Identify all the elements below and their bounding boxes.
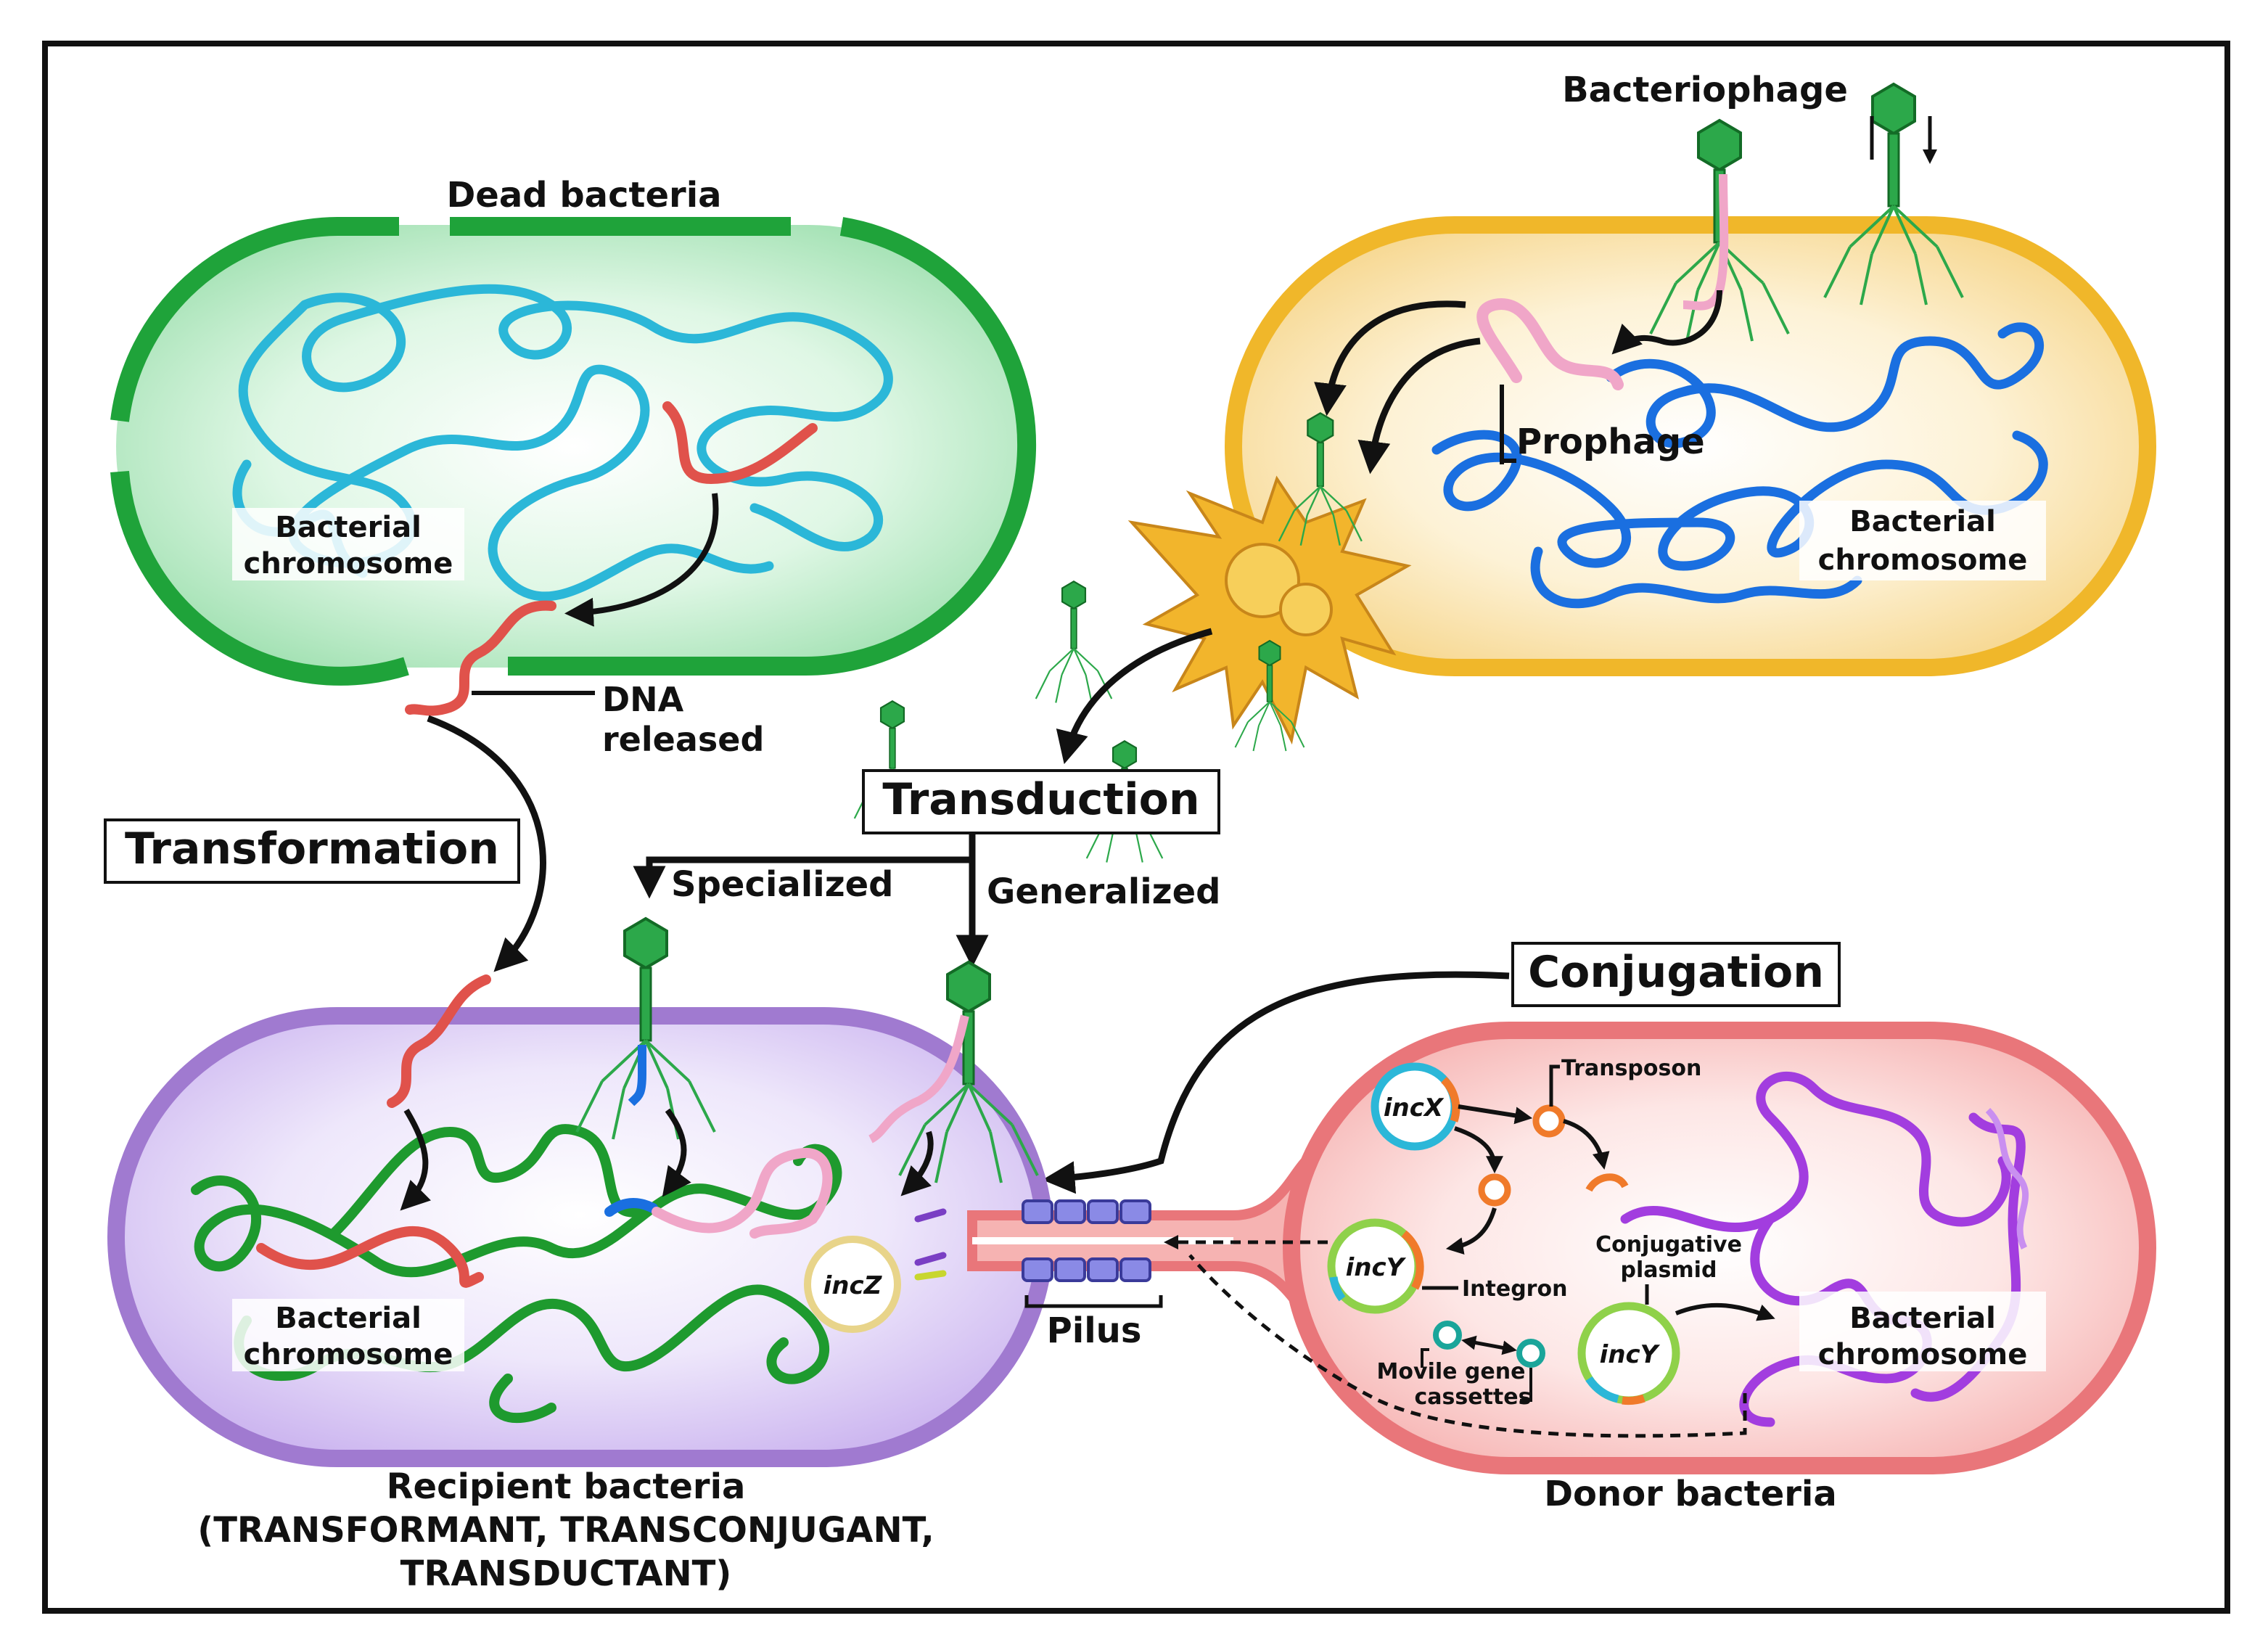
donor-cell: incX Transposon incY Integron Movile gen… — [1164, 1022, 2156, 1474]
specialized-label: Specialized — [671, 864, 894, 905]
conjugation-label: Conjugation — [1528, 947, 1824, 998]
gene-cassette-2 — [1516, 1339, 1545, 1368]
donor-bacteria-label: Donor bacteria — [1544, 1474, 1837, 1514]
incz-plasmid — [804, 1236, 901, 1333]
recipient-label-2: (TRANSFORMANT, TRANSCONJUGANT, — [197, 1510, 934, 1551]
transposon-circle-2 — [1478, 1173, 1511, 1207]
recipient-blue-segment — [604, 1198, 658, 1217]
transposon-label: Transposon — [1561, 1056, 1701, 1081]
dna-label: DNA — [602, 680, 684, 719]
conjugative-label: Conjugative — [1595, 1232, 1742, 1257]
generalized-label: Generalized — [987, 871, 1221, 912]
recipient-label-3: TRANSDUCTANT) — [400, 1553, 732, 1594]
lysogen-chromosome-label-2: chromosome — [1818, 543, 2028, 577]
transformation-label: Transformation — [125, 824, 499, 874]
incy-label-1: incY — [1346, 1253, 1407, 1282]
gene-cassette-1 — [1433, 1321, 1462, 1350]
incz-label: incZ — [823, 1271, 883, 1300]
transposon-circle-1 — [1532, 1104, 1566, 1138]
dead-red-segment — [662, 401, 818, 485]
recipient-chromosome — [191, 1124, 842, 1423]
incx-label: incX — [1384, 1093, 1445, 1122]
lysis-burst — [1127, 475, 1412, 745]
recipient-cell: incZ Bacterial chromosome — [107, 1007, 1053, 1467]
prophage-dna — [1476, 298, 1624, 390]
bacteriophage-label: Bacteriophage — [1562, 70, 1848, 110]
lysogen-chromosome-label-1: Bacterial — [1849, 505, 1996, 538]
injected-phage-dna — [1682, 173, 1729, 311]
dead-chromosome-label-1: Bacterial — [275, 511, 422, 544]
lysogen-chromosome — [1431, 322, 2048, 609]
movile-gene-label: Movile gene — [1377, 1359, 1526, 1384]
dead-chromosome-label-2: chromosome — [244, 547, 453, 580]
recipient-chromosome-label-2: chromosome — [244, 1338, 453, 1371]
pilus-label: Pilus — [1047, 1310, 1142, 1351]
cassettes-label: cassettes — [1415, 1384, 1532, 1410]
plasmid-label: plasmid — [1621, 1257, 1717, 1283]
donor-chromosome-label-1: Bacterial — [1849, 1302, 1996, 1335]
released-label: released — [602, 720, 764, 759]
transduction-label: Transduction — [882, 774, 1199, 825]
dead-bacteria-label: Dead bacteria — [446, 175, 721, 216]
recipient-chromosome-label-1: Bacterial — [275, 1302, 422, 1335]
dead-bacteria-cell: Bacterial chromosome — [110, 217, 1037, 716]
lysogen-cell: Bacterial chromosome — [1225, 216, 2156, 676]
prophage-label: Prophage — [1516, 422, 1705, 462]
recipient-label-1: Recipient bacteria — [387, 1466, 746, 1507]
integron-label: Integron — [1462, 1276, 1567, 1302]
recipient-pink-segment — [652, 1147, 833, 1239]
released-dna — [405, 600, 556, 716]
incy-label-2: incY — [1600, 1340, 1661, 1369]
dead-chromosome — [238, 284, 893, 602]
donor-chromosome-label-2: chromosome — [1818, 1338, 2028, 1371]
recipient-red-segment — [256, 1226, 484, 1288]
